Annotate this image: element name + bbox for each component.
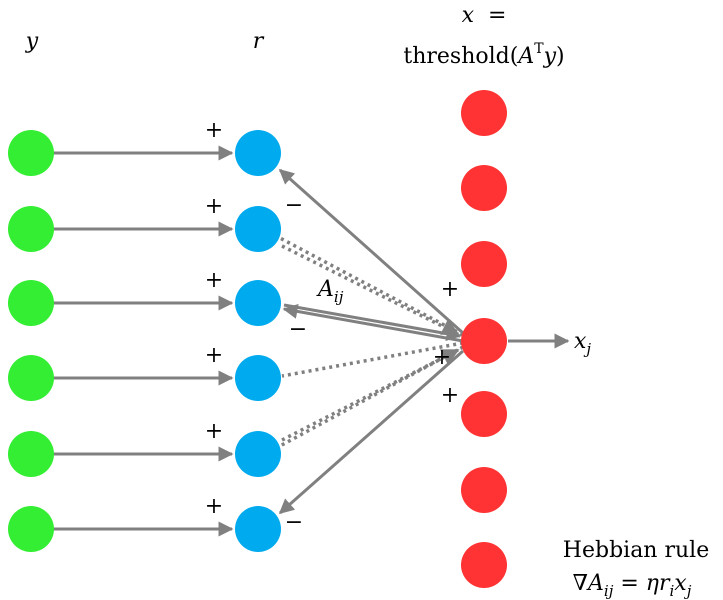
weight-arrow-in-upper — [281, 244, 460, 336]
r-node-6 — [235, 506, 281, 552]
minus-sign-r2: − — [285, 193, 303, 218]
input-node-4 — [8, 355, 54, 401]
weight-arrow-in-lower — [281, 348, 460, 442]
x-definition-line2: threshold(ATy) — [403, 41, 564, 69]
hebbian-rule-equation: ∇Aij = ηrixj — [573, 571, 692, 600]
r-node-2 — [235, 206, 281, 252]
input-node-2 — [8, 206, 54, 252]
plus-sign-xj-mid: + — [433, 345, 451, 370]
hebbian-rule-title: Hebbian rule — [563, 538, 709, 563]
input-node-1 — [8, 130, 54, 176]
x-node-1 — [461, 90, 507, 136]
r-column-label: r — [253, 29, 265, 54]
input-node-6 — [8, 506, 54, 552]
plus-sign: + — [205, 194, 223, 219]
input-node-3 — [8, 280, 54, 326]
r-nodes — [235, 130, 281, 552]
plus-signs-inputs: + + + + + + — [205, 118, 223, 519]
x-nodes — [461, 90, 507, 588]
r-node-5 — [235, 431, 281, 477]
x-node-6 — [461, 467, 507, 513]
plus-sign: + — [205, 343, 223, 368]
feedback-arrow-r6 — [278, 349, 464, 515]
x-node-3 — [461, 241, 507, 287]
plus-sign-xj-bottom: + — [441, 383, 459, 408]
minus-sign-r6: − — [285, 510, 303, 535]
plus-sign: + — [205, 494, 223, 519]
r-node-1 — [235, 130, 281, 176]
weight-arrow-r3-to-x — [283, 303, 462, 342]
minus-sign-r3: − — [289, 317, 307, 342]
x-node-2 — [461, 165, 507, 211]
input-nodes — [8, 130, 54, 552]
r-node-4 — [235, 355, 281, 401]
dotted-edge-r4 — [281, 341, 464, 378]
plus-sign: + — [205, 419, 223, 444]
input-arrows — [52, 145, 234, 537]
output-label-xj: xj — [574, 329, 591, 358]
weight-edges — [278, 168, 464, 515]
plus-sign-xj-top: + — [441, 277, 459, 302]
feedback-arrow-x-to-r3 — [282, 303, 464, 343]
feedback-arrow-r1 — [278, 168, 464, 335]
r-node-3 — [235, 280, 281, 326]
plus-sign: + — [205, 268, 223, 293]
x-node-j — [461, 318, 507, 364]
x-node-7 — [461, 542, 507, 588]
weight-label-aij: Aij — [316, 277, 344, 306]
x-node-5 — [461, 391, 507, 437]
input-node-5 — [8, 431, 54, 477]
y-column-label: y — [25, 29, 39, 54]
x-definition-line1: x = — [462, 3, 507, 28]
plus-sign: + — [205, 118, 223, 143]
weight-arrow-r5-to-x — [280, 355, 457, 446]
